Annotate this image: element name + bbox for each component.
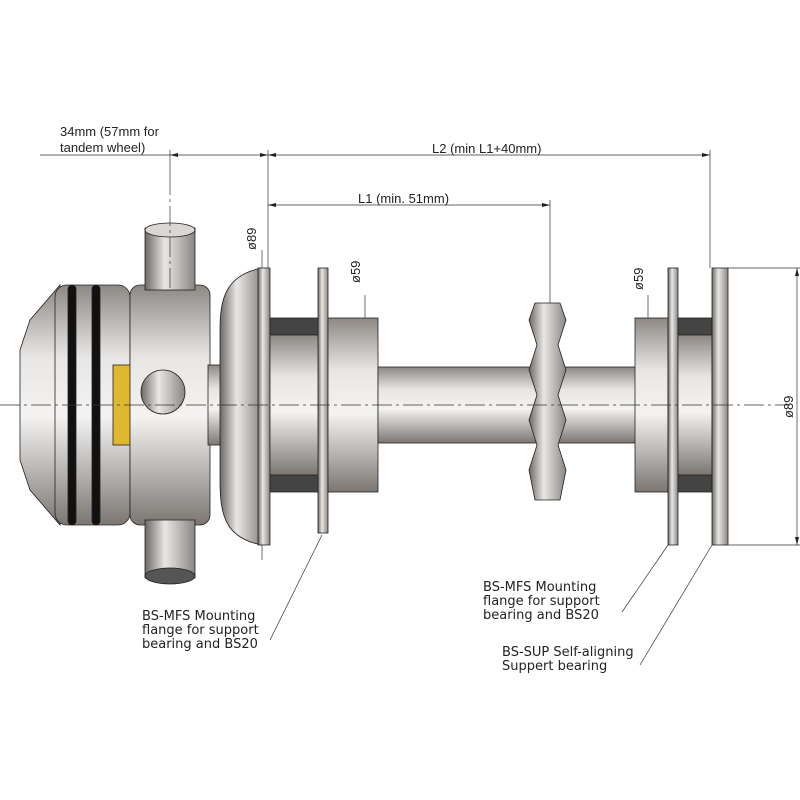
mfs-flange-left: [317, 267, 329, 534]
side-pin: [140, 369, 186, 415]
thread: [677, 474, 713, 493]
callout-line: BS-MFS Mounting: [142, 609, 256, 624]
callout-line: flange for support: [142, 623, 259, 638]
offset-dim-label: 34mm (57mm for: [60, 124, 159, 139]
callout-line: bearing and BS20: [483, 608, 599, 623]
callout-right-flange: BS-MFS Mounting flange for support beari…: [483, 581, 600, 623]
l2-dim-label: L2 (min L1+40mm): [432, 141, 542, 156]
leader-left: [269, 534, 323, 641]
sprocket: [528, 302, 567, 501]
callout-line: bearing and BS20: [142, 637, 258, 652]
callout-line: BS-MFS Mounting: [483, 580, 597, 595]
flange-cup: [219, 267, 263, 546]
l1-dim-label: L1 (min. 51mm): [358, 191, 450, 206]
leader-right-flange: [621, 544, 669, 613]
sup-bearing: [711, 267, 729, 546]
dia59-left-label: ø59: [348, 260, 363, 283]
callout-line: BS-SUP Self-aligning: [502, 645, 634, 660]
callout-line: Suppert bearing: [502, 659, 608, 674]
callout-bearing: BS-SUP Self-aligning Suppert bearing: [502, 646, 634, 674]
mfs-flange-right: [667, 267, 679, 546]
dia89-right-label: ø89: [781, 395, 796, 418]
thread: [269, 317, 321, 336]
offset-dim-label: tandem wheel): [60, 140, 146, 155]
callout-line: flange for support: [483, 594, 600, 609]
dia59-right-label: ø59: [631, 267, 646, 290]
flange-plate-left: [257, 267, 271, 546]
dia89-left-label: ø89: [244, 227, 259, 250]
thread: [269, 474, 321, 493]
callout-left-flange: BS-MFS Mounting flange for support beari…: [142, 610, 259, 652]
leader-bearing: [639, 544, 713, 666]
thread: [677, 317, 713, 336]
